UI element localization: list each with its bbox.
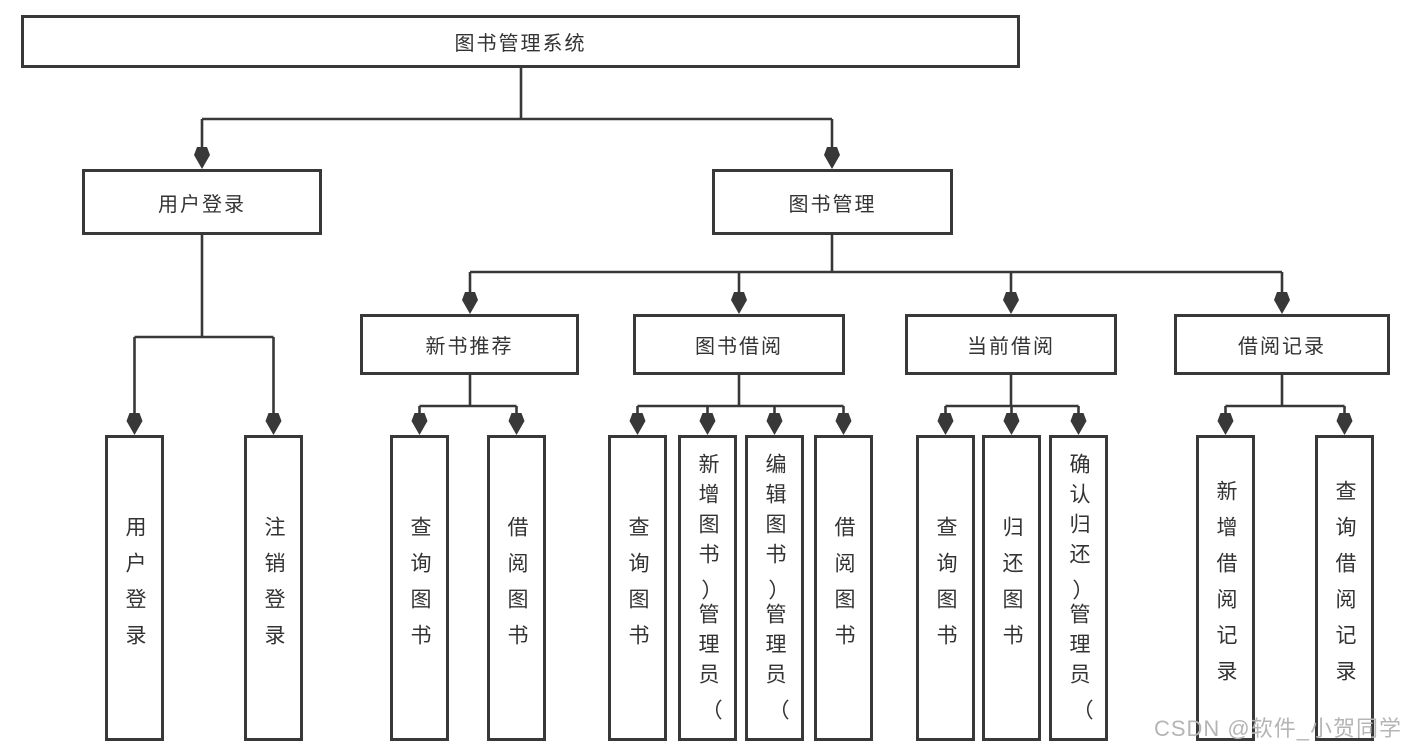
leaf-label: 查询借阅记录 xyxy=(1333,480,1356,696)
node-label: 用户登录 xyxy=(158,193,246,216)
node-label: 图书管理系统 xyxy=(454,33,587,55)
node-new-book-recommendation: 新书推荐 xyxy=(360,314,579,375)
leaf-label: 新增图书（管理员） xyxy=(692,453,723,720)
node-library-system: 图书管理系统 xyxy=(21,15,1020,68)
leaf-label: 借阅图书 xyxy=(505,516,528,660)
node-label: 当前借阅 xyxy=(967,336,1055,358)
leaf-edit-books-admin: 编辑图书（管理员） xyxy=(745,435,804,741)
leaf-query-borrow-record: 查询借阅记录 xyxy=(1315,435,1374,741)
leaf-label: 借阅图书 xyxy=(832,516,855,660)
leaf-confirm-return-admin: 确认归还（管理员） xyxy=(1049,435,1108,741)
node-book-management: 图书管理 xyxy=(712,169,953,235)
leaf-label: 查询图书 xyxy=(408,516,431,660)
leaf-add-borrow-record: 新增借阅记录 xyxy=(1196,435,1255,741)
leaf-label: 新增借阅记录 xyxy=(1214,480,1237,696)
node-borrowing-records: 借阅记录 xyxy=(1174,314,1390,375)
leaf-label: 查询图书 xyxy=(934,516,957,660)
csdn-watermark: CSDN @软件_小贺同学 xyxy=(1153,716,1402,741)
node-label: 借阅记录 xyxy=(1238,336,1326,358)
leaf-label: 用户登录 xyxy=(123,516,146,660)
leaf-query-books-3: 查询图书 xyxy=(916,435,975,741)
node-label: 新书推荐 xyxy=(425,336,514,358)
node-label: 图书管理 xyxy=(788,193,877,216)
leaf-borrow-books-2: 借阅图书 xyxy=(814,435,873,741)
leaf-label: 编辑图书（管理员） xyxy=(759,453,790,720)
leaf-user-login: 用户登录 xyxy=(105,435,164,741)
leaf-add-books-admin: 新增图书（管理员） xyxy=(678,435,737,741)
leaf-logout: 注销登录 xyxy=(244,435,303,741)
leaf-label: 注销登录 xyxy=(262,516,285,660)
node-current-borrowing: 当前借阅 xyxy=(905,314,1117,375)
leaf-borrow-books: 借阅图书 xyxy=(487,435,546,741)
leaf-return-books: 归还图书 xyxy=(982,435,1041,741)
node-label: 图书借阅 xyxy=(695,336,783,358)
node-book-borrowing: 图书借阅 xyxy=(633,314,845,375)
leaf-label: 查询图书 xyxy=(626,516,649,660)
leaf-label: 归还图书 xyxy=(1000,516,1023,660)
leaf-query-books-2: 查询图书 xyxy=(608,435,667,741)
leaf-label: 确认归还（管理员） xyxy=(1063,453,1094,720)
node-user-login: 用户登录 xyxy=(82,169,322,235)
leaf-query-books: 查询图书 xyxy=(390,435,449,741)
